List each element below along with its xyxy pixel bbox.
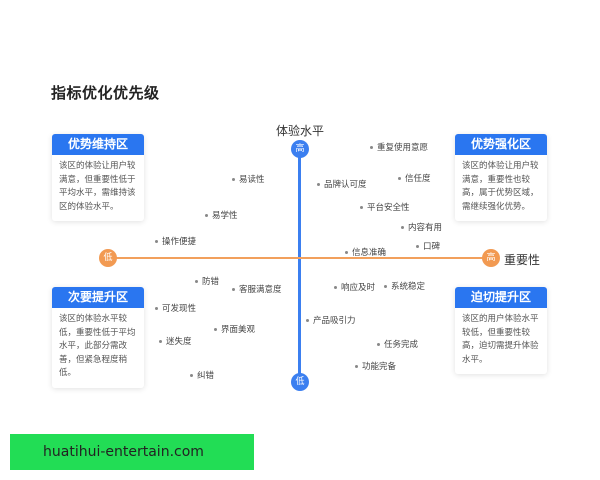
dot-marker <box>317 183 320 186</box>
factor-point: 纠错 <box>190 369 214 381</box>
dot-marker <box>370 146 373 149</box>
factor-point: 响应及时 <box>334 281 375 293</box>
dot-marker <box>155 307 158 310</box>
dot-marker <box>355 365 358 368</box>
dot-marker <box>334 286 337 289</box>
y-axis-low-node: 低 <box>291 373 309 391</box>
dot-marker <box>345 251 348 254</box>
factor-point: 重复使用意愿 <box>370 141 428 153</box>
y-axis-high-node: 高 <box>291 140 309 158</box>
quadrant-card-top-right: 优势强化区 该区的体验让用户较满意，重要性也较高，属于优势区域，需继续强化优势。 <box>455 134 547 221</box>
factor-label: 口碑 <box>423 242 441 252</box>
dot-marker <box>384 285 387 288</box>
factor-label: 任务完成 <box>384 340 419 350</box>
quadrant-title: 优势强化区 <box>455 134 547 155</box>
factor-label: 响应及时 <box>341 283 376 293</box>
factor-label: 易学性 <box>212 211 238 221</box>
dot-marker <box>232 288 235 291</box>
factor-point: 任务完成 <box>377 338 418 350</box>
factor-label: 可发现性 <box>162 304 197 314</box>
factor-point: 内容有用 <box>401 221 442 233</box>
factor-point: 可发现性 <box>155 302 196 314</box>
factor-point: 口碑 <box>416 240 440 252</box>
factor-point: 易学性 <box>205 209 238 221</box>
dot-marker <box>401 226 404 229</box>
x-axis-label: 重要性 <box>504 253 541 267</box>
factor-point: 防错 <box>195 275 219 287</box>
factor-label: 内容有用 <box>408 223 443 233</box>
dot-marker <box>159 340 162 343</box>
dot-marker <box>205 214 208 217</box>
quadrant-description: 该区的体验让用户较满意，但重要性低于平均水平，需维持该区的体验水平。 <box>59 161 136 212</box>
factor-label: 界面美观 <box>221 325 256 335</box>
quadrant-description: 该区的体验水平较低，重要性低于平均水平，此部分需改善，但紧急程度稍低。 <box>59 314 136 378</box>
factor-label: 纠错 <box>197 371 215 381</box>
x-axis-line <box>108 257 492 259</box>
factor-point: 产品吸引力 <box>306 314 356 326</box>
quadrant-card-bottom-right: 迫切提升区 该区的用户体验水平较低，但重要性较高，迫切需提升体验水平。 <box>455 287 547 374</box>
factor-point: 界面美观 <box>214 323 255 335</box>
dot-marker <box>155 240 158 243</box>
factor-point: 系统稳定 <box>384 280 425 292</box>
quadrant-title: 优势维持区 <box>52 134 144 155</box>
dot-marker <box>190 374 193 377</box>
x-axis-high-node: 高 <box>482 249 500 267</box>
factor-point: 易读性 <box>232 173 265 185</box>
dot-marker <box>195 280 198 283</box>
factor-label: 防错 <box>202 277 220 287</box>
factor-point: 迷失度 <box>159 335 192 347</box>
dot-marker <box>398 177 401 180</box>
factor-label: 产品吸引力 <box>313 316 356 326</box>
factor-label: 易读性 <box>239 175 265 185</box>
dot-marker <box>377 343 380 346</box>
quadrant-title: 迫切提升区 <box>455 287 547 308</box>
quadrant-card-bottom-left: 次要提升区 该区的体验水平较低，重要性低于平均水平，此部分需改善，但紧急程度稍低… <box>52 287 144 388</box>
x-axis-low-node: 低 <box>99 249 117 267</box>
factor-point: 客服满意度 <box>232 283 282 295</box>
quadrant-description: 该区的体验让用户较满意，重要性也较高，属于优势区域，需继续强化优势。 <box>462 161 539 212</box>
factor-point: 功能完备 <box>355 360 396 372</box>
dot-marker <box>360 206 363 209</box>
factor-label: 品牌认可度 <box>324 180 367 190</box>
factor-point: 平台安全性 <box>360 201 410 213</box>
factor-point: 操作便捷 <box>155 235 196 247</box>
page-title: 指标优化优先级 <box>51 84 160 102</box>
y-axis-label: 体验水平 <box>276 124 325 138</box>
factor-label: 功能完备 <box>362 362 397 372</box>
dot-marker <box>306 319 309 322</box>
factor-point: 信任度 <box>398 172 431 184</box>
quadrant-title: 次要提升区 <box>52 287 144 308</box>
factor-label: 平台安全性 <box>367 203 410 213</box>
factor-label: 信息准确 <box>352 248 387 258</box>
factor-label: 信任度 <box>405 174 431 184</box>
quadrant-card-top-left: 优势维持区 该区的体验让用户较满意，但重要性低于平均水平，需维持该区的体验水平。 <box>52 134 144 221</box>
website-banner: huatihui-entertain.com <box>10 434 254 470</box>
factor-label: 客服满意度 <box>239 285 282 295</box>
dot-marker <box>232 178 235 181</box>
factor-label: 重复使用意愿 <box>377 143 429 153</box>
factor-label: 系统稳定 <box>391 282 426 292</box>
dot-marker <box>214 328 217 331</box>
quadrant-description: 该区的用户体验水平较低，但重要性较高，迫切需提升体验水平。 <box>462 314 539 365</box>
y-axis-line <box>298 142 301 382</box>
dot-marker <box>416 245 419 248</box>
factor-label: 操作便捷 <box>162 237 197 247</box>
factor-point: 品牌认可度 <box>317 178 367 190</box>
factor-label: 迷失度 <box>166 337 192 347</box>
factor-point: 信息准确 <box>345 246 386 258</box>
